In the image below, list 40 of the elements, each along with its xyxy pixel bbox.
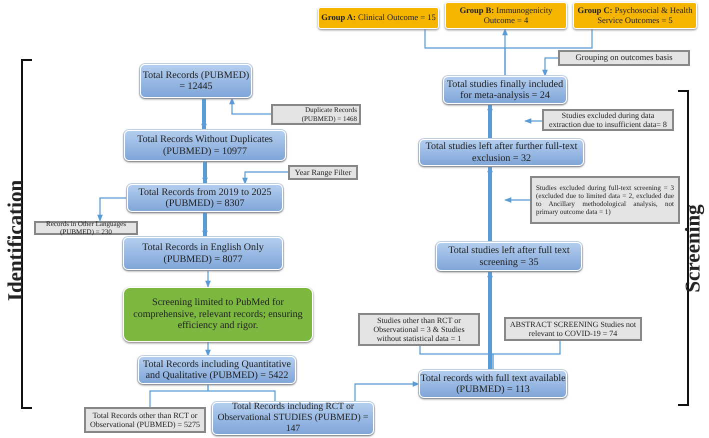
arrow — [201, 98, 207, 131]
note-box: Grouping on outcomes basis — [558, 50, 690, 66]
arrow — [524, 118, 542, 124]
process-box: Total studies left after further full-text exclusion = 32 — [419, 139, 584, 166]
process-box: Total records with full text available (PUBMED) = 113 — [419, 370, 567, 398]
process-box: Total Records including Quantitative and Qualitative (PUBMED) = 5422 — [138, 356, 296, 384]
note-box: Total Records other than RCT or Observational (PUBMED) = 5275 — [84, 407, 206, 433]
process-box: Total studies left after full text screening = 35 — [436, 242, 582, 271]
arrow — [202, 212, 208, 238]
note-box: Studies other than RCT or Observational = 3 & Studies without statistical data = 1 — [358, 313, 480, 346]
decision-note-box: Screening limited to PubMed for comprehensive, relevant records; ensuring efficiency and rigor. — [123, 287, 313, 342]
connector-line — [504, 29, 593, 76]
note-box: Studies excluded during data extraction due to insufficient data= 8 — [542, 109, 674, 131]
process-box: Total Records Without Duplicates (PUBMED) = 10977 — [124, 130, 286, 161]
section-label: Identification — [2, 179, 28, 301]
process-box: Total Records (PUBMED) = 12445 — [140, 64, 252, 98]
arrow — [487, 165, 493, 242]
section-label: Screening — [680, 204, 706, 292]
arrow — [205, 270, 211, 288]
arrow — [202, 161, 208, 185]
connector-line — [492, 341, 561, 370]
process-box: Total Records in English Only (PUBMED) = 8077 — [123, 237, 283, 270]
note-box: ABSTRACT SCREENING Studies not relevant to COVID-19 = 74 — [504, 317, 642, 341]
arrow — [205, 342, 211, 357]
outcome-group-box: Group A: Clinical Outcome = 15 — [318, 7, 439, 29]
outcome-group-box: Group B: Immunogenicity Outcome = 4 — [445, 2, 567, 29]
arrow — [229, 97, 271, 115]
arrow — [487, 270, 493, 370]
arrow — [542, 57, 558, 77]
outcome-group-box: Group C: Psychosocial & Health Service Outcomes = 5 — [573, 2, 697, 29]
arrow — [487, 103, 493, 139]
connector-line — [207, 384, 276, 402]
process-box: Total Records from 2019 to 2025 (PUBMED) = 8307 — [127, 184, 283, 212]
process-box: Total Records including RCT or Observational STUDIES (PUBMED) = 147 — [212, 402, 374, 435]
note-box: Year Range Filter — [288, 165, 358, 180]
arrow — [504, 197, 530, 203]
arrow — [242, 171, 288, 185]
arrow — [354, 381, 420, 402]
process-box: Total studies finally included for meta-analysis = 24 — [443, 76, 567, 104]
arrow — [97, 197, 127, 222]
